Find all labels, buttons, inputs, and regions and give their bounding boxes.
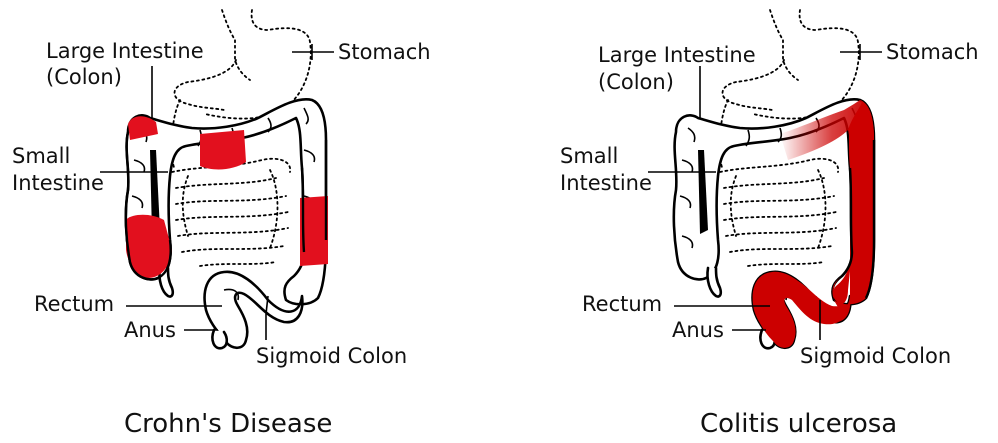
crohns-panel: Large Intestine (Colon) Stomach Small In… xyxy=(12,10,431,439)
crohns-small-intestine-label-2: Intestine xyxy=(12,171,104,195)
crohns-large-intestine-label-1: Large Intestine xyxy=(46,39,204,63)
crohns-caption: Crohn's Disease xyxy=(124,409,332,439)
colitis-large-intestine-label-1: Large Intestine xyxy=(598,43,756,67)
colitis-panel: Large Intestine (Colon) Stomach Small In… xyxy=(560,10,979,439)
crohns-anus-label: Anus xyxy=(124,318,176,342)
crohns-rectum-label: Rectum xyxy=(34,292,114,316)
colitis-small-intestine-label-1: Small xyxy=(560,144,618,168)
colitis-stomach-label: Stomach xyxy=(886,40,979,64)
crohns-stomach-label: Stomach xyxy=(338,40,431,64)
crohns-small-intestine-label-1: Small xyxy=(12,144,70,168)
colitis-small-intestine-label-2: Intestine xyxy=(560,171,652,195)
colitis-large-intestine-label-2: (Colon) xyxy=(598,70,674,94)
crohns-patch-transverse xyxy=(200,130,246,169)
colitis-anus-label: Anus xyxy=(672,318,724,342)
colitis-rectum-label: Rectum xyxy=(582,292,662,316)
colitis-caption: Colitis ulcerosa xyxy=(700,409,897,439)
colitis-sigmoid-label: Sigmoid Colon xyxy=(800,344,951,368)
crohns-large-intestine-label-2: (Colon) xyxy=(46,65,122,89)
crohns-sigmoid-label: Sigmoid Colon xyxy=(256,344,407,368)
colitis-rectum-fill xyxy=(754,252,852,348)
